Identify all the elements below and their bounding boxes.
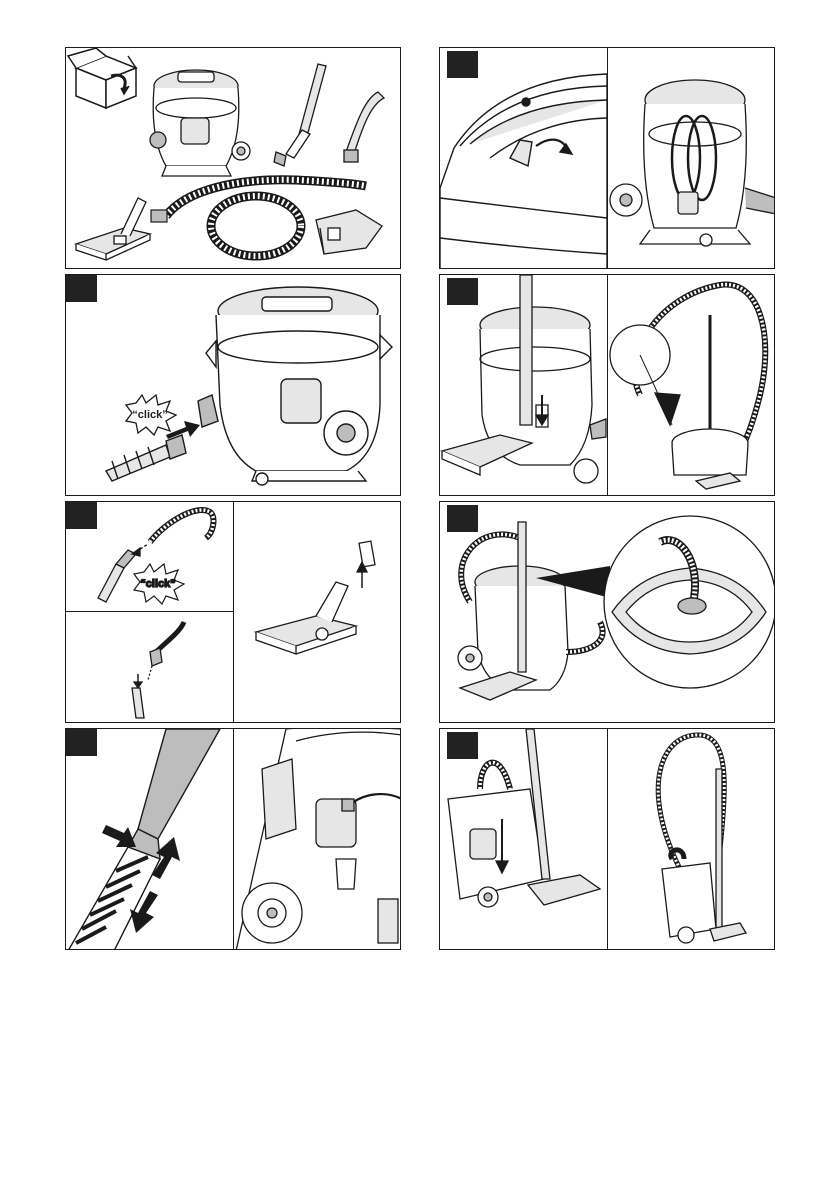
floor-nozzle <box>76 198 150 260</box>
press-arrow <box>102 825 136 847</box>
vacuum-body <box>150 70 250 176</box>
open-box-icon <box>68 48 136 108</box>
click-burst: “click” <box>126 395 176 435</box>
telescopic-tube-illustration <box>66 729 401 950</box>
lid-closeup <box>440 74 607 269</box>
click-label: “click” <box>132 409 167 421</box>
tube-remove <box>132 622 184 718</box>
hose-end <box>106 435 186 481</box>
panel-nozzle-parking <box>439 274 775 496</box>
floor-nozzle-crevice <box>256 541 375 654</box>
handle-cord-illustration <box>440 48 775 269</box>
unboxing-illustration <box>66 48 401 269</box>
dust-bag <box>316 210 382 254</box>
tube-to-handle: “click” <box>98 510 213 604</box>
vacuum-parking-left <box>442 275 606 483</box>
vacuum-with-hose <box>458 522 603 700</box>
tube-attach-illustration: “click” <box>66 502 401 723</box>
panel-upright-storage <box>439 728 775 950</box>
nozzle-parking-illustration <box>440 275 775 496</box>
panel-lid-zoom <box>439 501 775 723</box>
hose-connect-illustration: “click” <box>66 275 401 496</box>
vacuum-cord-wrapped <box>610 80 775 246</box>
panel-handle-cord <box>439 47 775 269</box>
vacuum-body <box>198 287 392 485</box>
panel-tube-attach: “click” <box>65 501 401 723</box>
lid-zoom-circle <box>604 516 775 688</box>
extension-tubes <box>274 64 384 166</box>
panel-telescopic-tube <box>65 728 401 950</box>
click-label: “click” <box>140 578 175 590</box>
vacuum-hose-right <box>610 285 765 489</box>
vacuum-upright-left <box>448 729 600 907</box>
panel-hose-connect: “click” <box>65 274 401 496</box>
vacuum-cord-hook <box>236 729 401 950</box>
panel-unboxing-contents <box>65 47 401 269</box>
upright-storage-illustration <box>440 729 775 950</box>
vacuum-upright-right <box>658 735 746 943</box>
lid-zoom-illustration <box>440 502 775 723</box>
